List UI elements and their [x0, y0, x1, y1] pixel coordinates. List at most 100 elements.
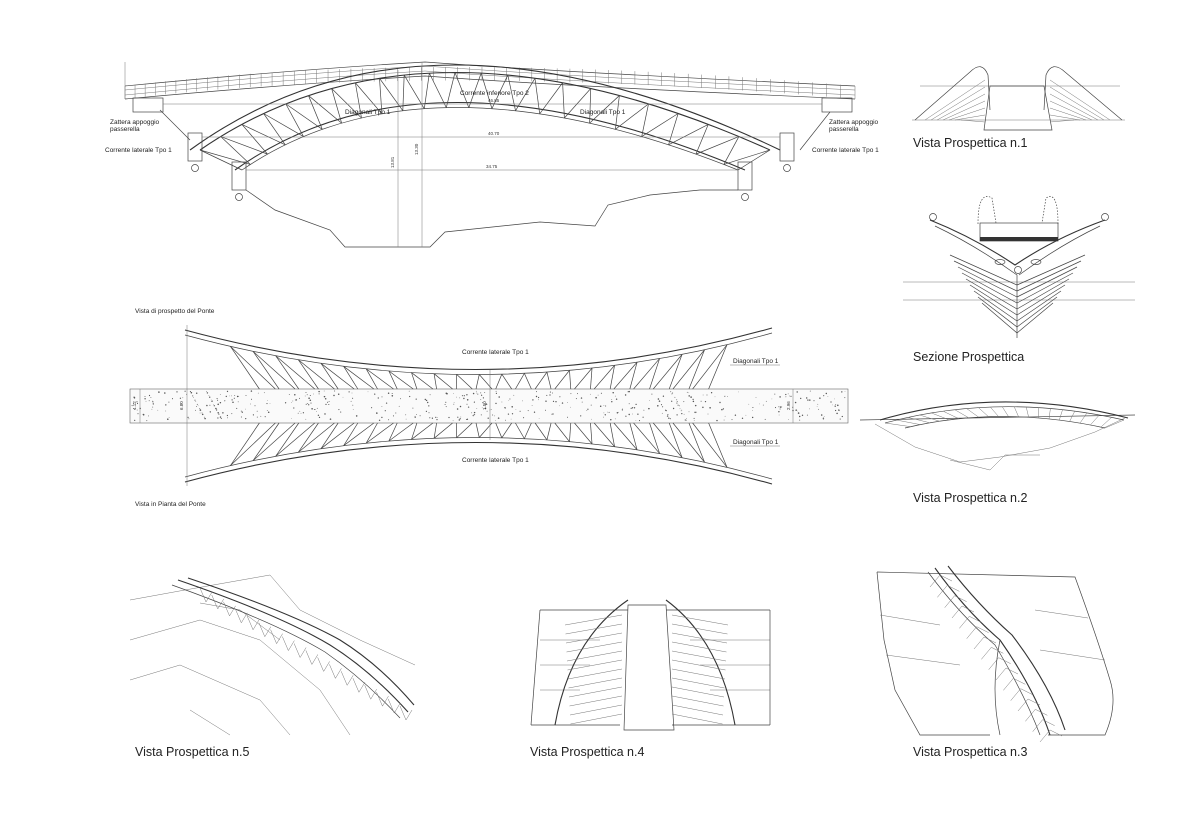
speckle-dot [143, 414, 145, 416]
speckle-dot [311, 408, 313, 410]
caption-perspective-1: Vista Prospettica n.1 [913, 136, 1028, 150]
speckle-dot [297, 412, 299, 414]
speckle-dot [538, 396, 540, 399]
perspective-view-3 [876, 565, 1114, 743]
truss-member [1003, 678, 1014, 691]
speckle-dot [486, 403, 488, 405]
truss-member [1049, 119, 1075, 123]
caption-perspective-3: Vista Prospettica n.3 [913, 745, 1028, 759]
truss-member [1016, 284, 1066, 316]
truss-member [672, 422, 705, 463]
speckle-dot [179, 397, 182, 399]
speckle-dot [577, 393, 578, 395]
truss-member [574, 422, 593, 445]
speckle-dot [340, 411, 342, 413]
deck-railing [124, 61, 856, 100]
deck-texture [131, 390, 846, 422]
v4-truss [564, 614, 729, 725]
speckle-dot [352, 397, 354, 399]
speckle-dot [475, 390, 477, 392]
truss-member [919, 414, 940, 422]
truss-member [1059, 409, 1063, 421]
plan-dim-right: 2.96 [786, 401, 791, 410]
speckle-dot [229, 395, 230, 397]
speckle-dot [830, 401, 832, 403]
speckle-dot [314, 409, 316, 410]
speckle-dot [481, 407, 483, 409]
speckle-dot [388, 419, 390, 421]
truss-member [937, 585, 948, 598]
speckle-dot [555, 401, 557, 403]
speckle-dot [136, 401, 138, 403]
truss-member [671, 659, 726, 671]
speckle-dot [318, 390, 320, 393]
speckle-dot [476, 408, 478, 409]
truss-member [475, 422, 480, 438]
speckle-dot [778, 410, 780, 413]
speckle-dot [692, 398, 694, 401]
truss-member [299, 647, 307, 658]
truss-member [199, 587, 207, 603]
truss-member [264, 626, 272, 637]
truss-member [433, 422, 437, 439]
truss-member [515, 422, 525, 439]
speckle-dot [480, 399, 482, 401]
speckle-dot [381, 406, 383, 408]
speckle-dot [785, 396, 787, 398]
speckle-dot [731, 419, 733, 421]
speckle-dot [611, 401, 613, 403]
speckle-dot [844, 391, 846, 392]
speckle-dot [193, 396, 194, 398]
speckle-dot [219, 416, 222, 418]
speckle-dot [378, 419, 381, 422]
speckle-dot [522, 400, 523, 402]
speckle-dot [456, 396, 457, 398]
truss-member [335, 668, 342, 679]
truss-member [931, 412, 950, 421]
truss-member [961, 272, 1018, 304]
truss-member [311, 654, 319, 665]
speckle-dot [795, 409, 797, 411]
speckle-dot [267, 400, 269, 401]
speckle-dot [688, 392, 690, 394]
caption-perspective-4: Vista Prospettica n.4 [530, 745, 645, 759]
speckle-dot [199, 409, 202, 411]
speckle-dot [148, 400, 150, 402]
speckle-dot [683, 413, 685, 415]
truss-member [433, 373, 437, 390]
truss-member [399, 705, 407, 721]
speckle-dot [591, 418, 592, 420]
speckle-dot [688, 411, 690, 413]
truss-member [688, 422, 705, 463]
speckle-dot [313, 408, 315, 411]
speckle-dot [134, 419, 136, 422]
speckle-dot [317, 414, 320, 416]
speckle-dot [427, 401, 429, 404]
speckle-dot [621, 408, 623, 410]
truss-member [960, 119, 986, 123]
speckle-dot [219, 401, 222, 404]
truss-member [468, 73, 482, 108]
speckle-dot [338, 409, 340, 411]
speckle-dot [823, 416, 825, 417]
speckle-dot [209, 411, 212, 413]
speckle-dot [566, 416, 569, 418]
speckle-dot [818, 408, 820, 410]
truss-member [908, 417, 930, 424]
truss-member [692, 422, 728, 468]
truss-member [429, 72, 447, 108]
truss-member [884, 422, 911, 427]
speckle-dot [453, 402, 455, 403]
truss-member [263, 113, 286, 146]
speckle-dot [665, 410, 667, 412]
label-diagonals-right: Diagonali Tpo 1 [580, 109, 626, 116]
truss-member [567, 659, 623, 671]
speckle-dot [213, 403, 214, 405]
truss-member [445, 72, 456, 108]
speckle-dot [472, 415, 474, 417]
truss-member [456, 422, 473, 438]
speckle-dot [707, 413, 709, 415]
speckle-dot [304, 395, 306, 397]
speckle-dot [459, 397, 461, 399]
speckle-dot [625, 415, 627, 417]
